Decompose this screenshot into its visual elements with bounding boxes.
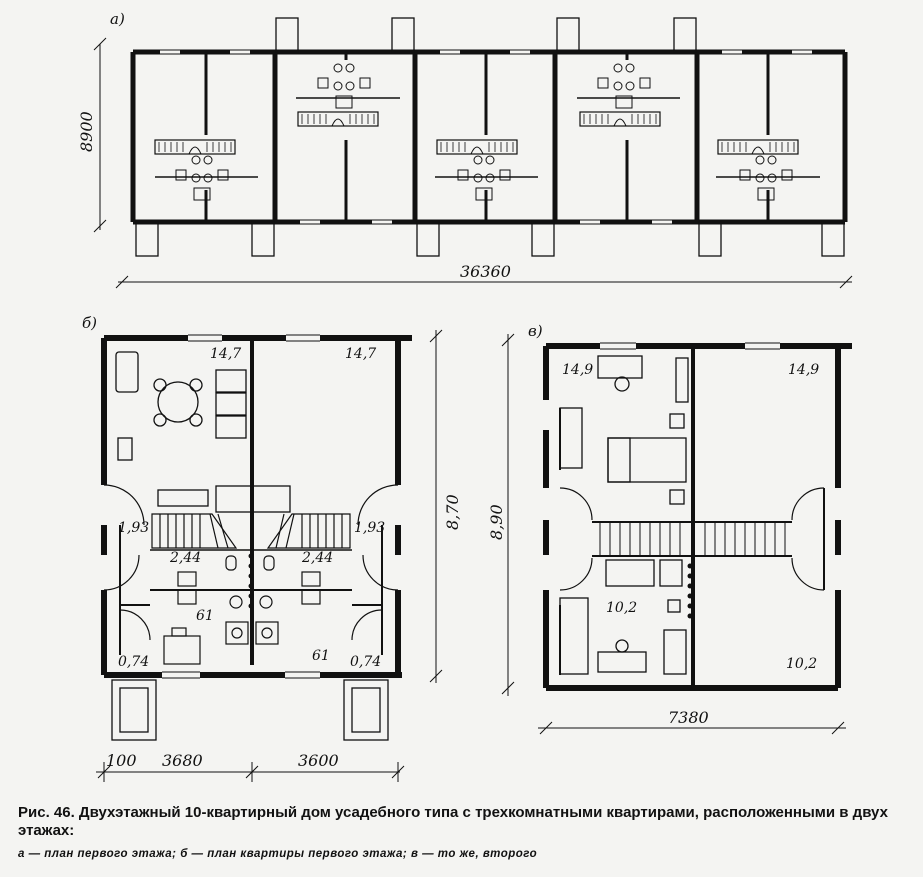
room-area-hall-right: 1,93 [354, 520, 385, 536]
room-area-vestibule-right: 0,74 [350, 654, 381, 670]
room-area-hall-left: 1,93 [118, 520, 149, 536]
panel-b-label: б) [82, 314, 97, 332]
floor-plans-figure: а) [77, 10, 853, 782]
panel-b-dim-mid: 3680 [162, 751, 203, 770]
plan-flat-second-floor: в) [487, 322, 852, 735]
panel-a-label: а) [110, 10, 125, 28]
room-area-living-right: 14,7 [345, 346, 376, 362]
figure-caption-legend: а — план первого этажа; б — план квартир… [18, 848, 538, 860]
room-area-kitchen-right: 61 [312, 648, 330, 664]
panel-c-width-dim: 7380 [668, 708, 709, 727]
room-area-kitchen-left: 61 [196, 608, 214, 624]
room-area-bath-left: 2,44 [169, 550, 201, 566]
plan-first-floor-overall: а) [77, 10, 853, 289]
room-area-bedroom-top-right: 14,9 [788, 362, 819, 378]
room-area-bedroom-top-left: 14,9 [562, 362, 593, 378]
room-area-bedroom-bottom-left: 10,2 [606, 600, 637, 616]
room-area-bedroom-bottom-right: 10,2 [786, 656, 817, 672]
panel-a-width-dim: 36360 [460, 262, 511, 281]
room-area-living-left: 14,7 [210, 346, 241, 362]
room-area-bath-right: 2,44 [301, 550, 333, 566]
panel-b-height-dim: 8,70 [443, 494, 462, 530]
panel-b-dim-right: 3600 [298, 751, 339, 770]
figure-caption-title: Рис. 46. Двухэтажный 10-квартирный дом у… [18, 804, 888, 839]
plan-flat-first-floor: б) [82, 314, 462, 782]
panel-b-dim-left: 100 [106, 751, 137, 770]
panel-c-label: в) [528, 322, 543, 340]
room-area-vestibule-left: 0,74 [118, 654, 149, 670]
panel-c-height-dim: 8,90 [487, 504, 506, 540]
panel-a-height-dim: 8900 [77, 111, 96, 152]
